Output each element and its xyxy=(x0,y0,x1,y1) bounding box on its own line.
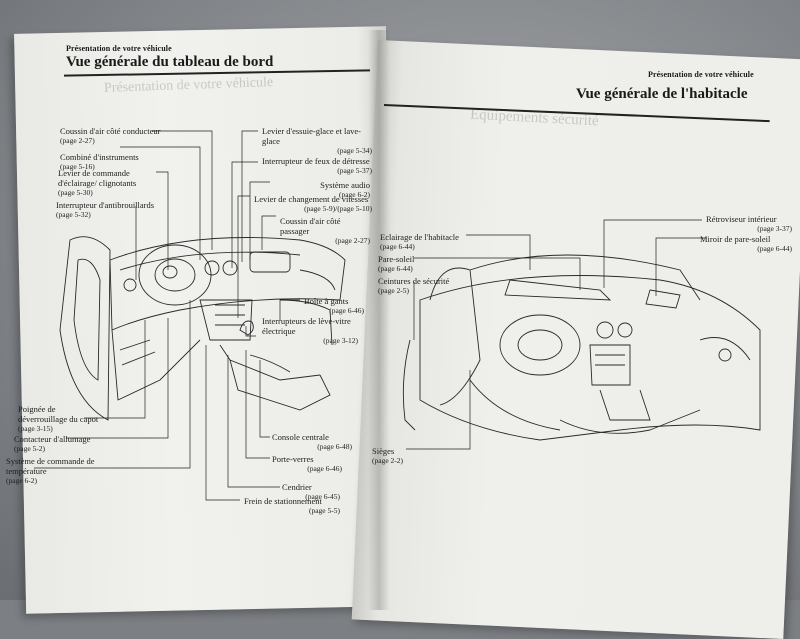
label-glovebox: Boîte à gants (page 6-46) xyxy=(304,296,364,316)
label-text: Rétroviseur intérieur xyxy=(706,214,777,224)
label-interior-light: Eclairage de l'habitacle (page 6-44) xyxy=(380,232,459,252)
label-text: Sièges xyxy=(372,446,395,456)
label-page-ref: (page 6-44) xyxy=(378,264,413,273)
label-passenger-airbag: Coussin d'air côté passager (page 2-27) xyxy=(280,216,370,246)
label-gear-lever: Levier de changement de vitesses (page 5… xyxy=(254,194,372,214)
label-page-ref: (page 5-32) xyxy=(56,210,91,219)
label-light-lever: Levier de commande d'éclairage/ clignota… xyxy=(58,168,168,198)
label-page-ref: (page 6-2) xyxy=(338,190,370,199)
right-section-title: Présentation de votre véhicule xyxy=(648,70,754,79)
label-wiper-lever: Levier d'essuie-glace et lave-glace (pag… xyxy=(262,126,372,156)
label-text: Levier d'essuie-glace et lave-glace xyxy=(262,126,361,146)
label-text: Ceintures de sécurité xyxy=(378,276,450,286)
label-ignition-switch: Contacteur d'allumage (page 5-2) xyxy=(14,434,90,454)
left-page-title: Vue générale du tableau de bord xyxy=(66,54,274,70)
label-text: Combiné d'instruments xyxy=(60,152,139,162)
label-page-ref: (page 5-16) xyxy=(60,162,95,171)
book-spine xyxy=(368,30,390,610)
label-text: Coussin d'air côté passager xyxy=(280,216,341,236)
label-page-ref: (page 3-12) xyxy=(323,336,358,345)
label-fog-switch: Interrupteur d'antibrouillards (page 5-3… xyxy=(56,200,154,220)
label-seat-belts: Ceintures de sécurité (page 2-5) xyxy=(378,276,449,296)
label-climate-control: Système de commande de température (page… xyxy=(6,456,96,486)
label-vanity-mirror: Miroir de pare-soleil (page 6-44) xyxy=(700,234,792,254)
label-instrument-cluster: Combiné d'instruments (page 5-16) xyxy=(60,152,139,172)
label-text: Interrupteur de feux de détresse xyxy=(262,156,370,166)
label-page-ref: (page 5-9)/(page 5-10) xyxy=(304,204,372,213)
label-page-ref: (page 6-48) xyxy=(317,442,352,451)
label-cup-holder: Porte-verres (page 6-46) xyxy=(272,454,342,474)
label-center-console: Console centrale (page 6-48) xyxy=(272,432,352,452)
label-page-ref: (page 6-45) xyxy=(305,492,340,501)
label-text: Console centrale xyxy=(272,432,329,442)
label-text: Système de commande de température xyxy=(6,456,95,476)
label-rearview-mirror: Rétroviseur intérieur (page 3-37) xyxy=(706,214,792,234)
label-page-ref: (page 5-2) xyxy=(14,444,46,453)
label-ashtray: Cendrier (page 6-45) xyxy=(282,482,340,502)
right-page-title: Vue générale de l'habitacle xyxy=(576,86,748,102)
label-text: Eclairage de l'habitacle xyxy=(380,232,459,242)
cabin-drawing xyxy=(402,254,761,441)
label-page-ref: (page 3-15) xyxy=(18,424,53,433)
label-text: Poignée de déverrouillage du capot xyxy=(18,404,99,424)
label-page-ref: (page 2-27) xyxy=(60,136,95,145)
label-page-ref: (page 6-44) xyxy=(380,242,415,251)
label-text: Miroir de pare-soleil xyxy=(700,234,771,244)
label-page-ref: (page 3-37) xyxy=(757,224,792,233)
label-audio-system: Système audio (page 6-2) xyxy=(300,180,370,200)
label-page-ref: (page 2-27) xyxy=(335,236,370,245)
left-section-title: Présentation de votre véhicule xyxy=(66,44,172,53)
illustration-layer xyxy=(34,130,761,501)
label-window-switches: Interrupteurs de lève-vitre électrique (… xyxy=(262,316,358,346)
label-page-ref: (page 2-5) xyxy=(378,286,410,295)
label-text: Pare-soleil xyxy=(378,254,415,264)
label-text: Système audio xyxy=(320,180,370,190)
label-page-ref: (page 6-46) xyxy=(329,306,364,315)
label-text: Coussin d'air côté conducteur xyxy=(60,126,161,136)
label-text: Levier de changement de vitesses xyxy=(254,194,369,204)
label-page-ref: (page 5-30) xyxy=(58,188,93,197)
label-parking-brake: Frein de stationnement (page 5-5) xyxy=(244,496,340,516)
label-hazard-switch: Interrupteur de feux de détresse (page 5… xyxy=(262,156,372,176)
label-text: Cendrier xyxy=(282,482,312,492)
label-text: Porte-verres xyxy=(272,454,314,464)
label-text: Levier de commande d'éclairage/ clignota… xyxy=(58,168,137,188)
dashboard-drawing xyxy=(59,236,346,421)
label-page-ref: (page 5-5) xyxy=(308,506,340,515)
label-seats: Sièges (page 2-2) xyxy=(372,446,403,466)
label-page-ref: (page 6-44) xyxy=(757,244,792,253)
label-hood-release: Poignée de déverrouillage du capot (page… xyxy=(18,404,104,434)
label-text: Contacteur d'allumage xyxy=(14,434,91,444)
label-page-ref: (page 2-2) xyxy=(372,456,404,465)
label-text: Interrupteur d'antibrouillards xyxy=(56,200,155,210)
label-text: Interrupteurs de lève-vitre électrique xyxy=(262,316,351,336)
label-driver-airbag: Coussin d'air côté conducteur (page 2-27… xyxy=(60,126,160,146)
label-sun-visor: Pare-soleil (page 6-44) xyxy=(378,254,414,274)
label-page-ref: (page 5-37) xyxy=(337,166,372,175)
label-text: Boîte à gants xyxy=(304,296,349,306)
label-page-ref: (page 5-34) xyxy=(337,146,372,155)
label-text: Frein de stationnement xyxy=(244,496,322,506)
label-page-ref: (page 6-46) xyxy=(307,464,342,473)
label-page-ref: (page 6-2) xyxy=(6,476,38,485)
